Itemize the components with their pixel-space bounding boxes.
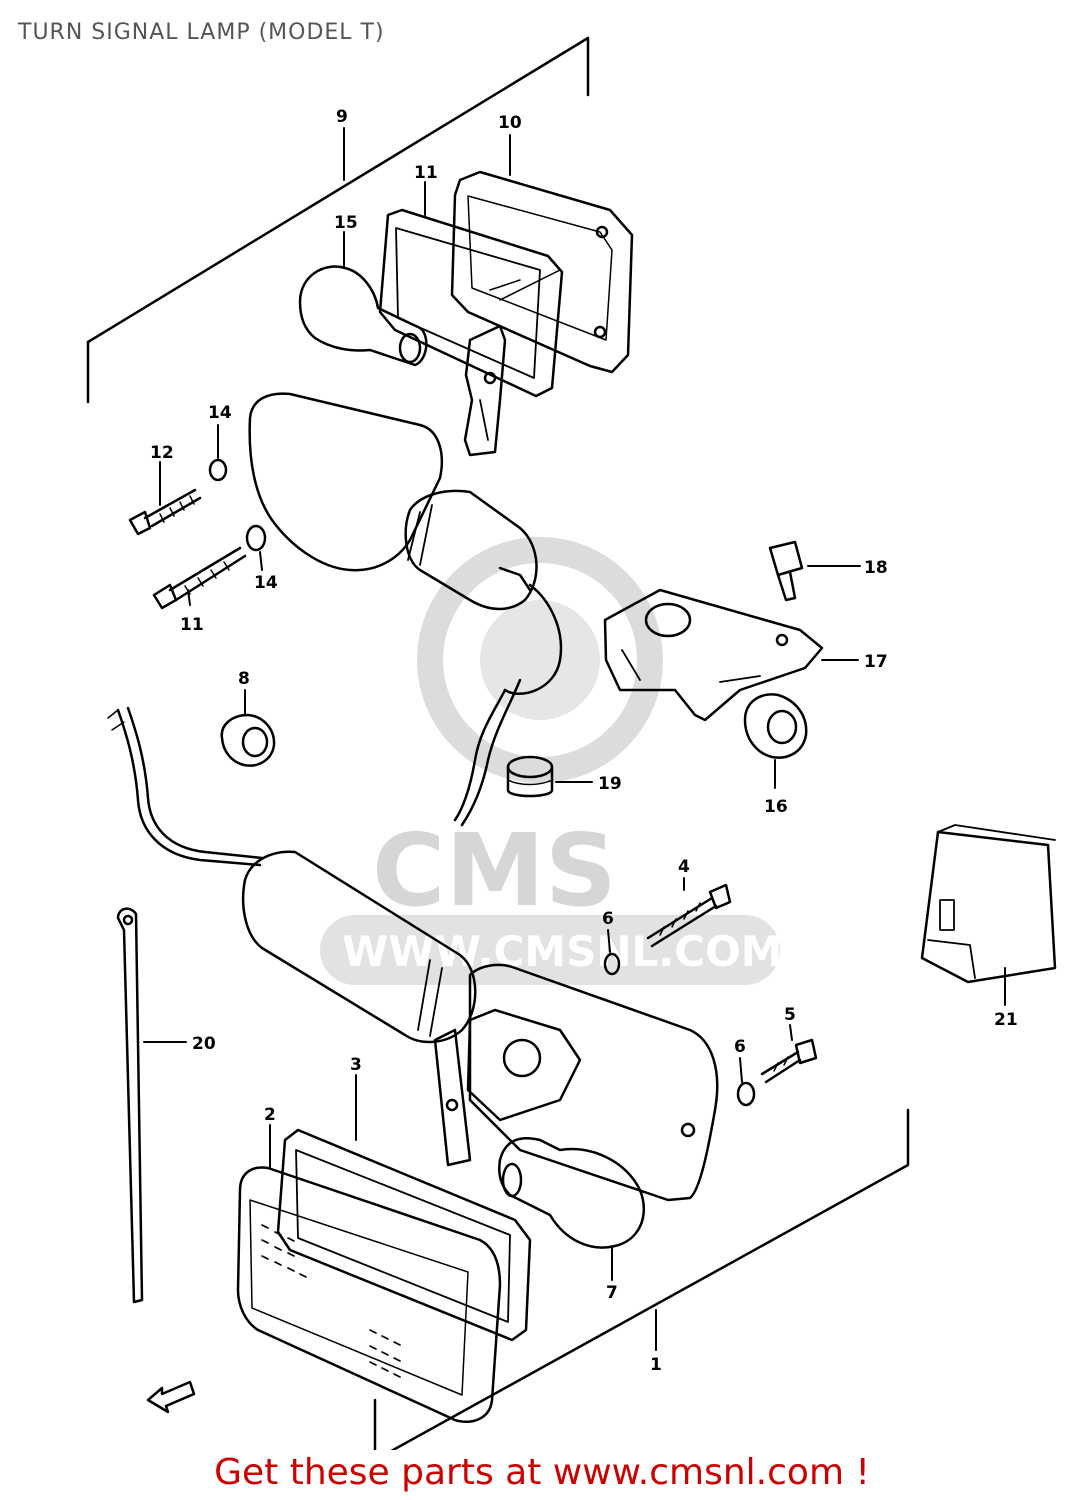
callout-17: 17 [864,652,888,672]
callout-11: 11 [414,163,438,183]
callout-21: 21 [994,1010,1018,1030]
callout-7: 7 [606,1283,618,1303]
grommet-19-shape [506,755,554,798]
callout-14a: 14 [208,403,232,423]
callout-16: 16 [764,797,788,817]
page-title: TURN SIGNAL LAMP (MODEL T) [18,20,385,45]
cable-tie-20-shape [116,907,144,1304]
lens-2-shape [236,1166,502,1424]
front-arrow-shape [146,1380,196,1414]
callout-9: 9 [336,107,348,127]
lower-housing-shape [241,850,719,1202]
bracket-17-shape [603,588,824,722]
bulb-15-shape [298,265,428,367]
callout-20: 20 [192,1034,216,1054]
watermark-logo: CMS [372,812,617,929]
callout-labels: 9 10 11 15 14 12 14 11 8 18 17 16 19 4 6… [150,107,1018,1375]
screw-5-shape [760,1038,818,1084]
screw-4-shape [646,883,732,948]
leader-lines [143,127,1006,1351]
box-1-outline [373,1108,910,1450]
upper-housing-shape [248,392,538,611]
callout-19: 19 [598,774,622,794]
screw-12-shape [152,546,247,610]
gasket-3-shape [276,1128,532,1342]
watermark-url: WWW.CMSNL.COM [342,927,783,976]
bulb-7-shape [498,1136,646,1249]
gasket-11-shape [378,208,564,398]
lower-wire-shape [107,706,264,867]
washer-14b-shape [245,524,267,552]
callout-2: 2 [264,1105,276,1125]
callout-14b: 14 [254,573,278,593]
box-9-outline [86,36,590,404]
bolt-18-shape [768,540,804,602]
upper-wire-shape [453,583,563,827]
callout-10: 10 [498,113,522,133]
callout-6b: 6 [734,1037,746,1057]
washer-6b-shape [736,1081,756,1107]
callout-5: 5 [784,1005,796,1025]
grommet-8-shape [220,713,276,767]
callout-15: 15 [334,213,358,233]
callout-13: 12 [150,443,174,463]
washer-14a-shape [208,458,228,482]
footer-promo-link[interactable]: Get these parts at www.cmsnl.com ! [214,1452,870,1493]
callout-12: 11 [180,615,204,635]
callout-6a: 6 [602,909,614,929]
exploded-parts-diagram: CMS WWW.CMSNL.COM [86,36,1057,1450]
cms-watermark: CMS WWW.CMSNL.COM [320,537,783,985]
callout-3: 3 [350,1055,362,1075]
spacer-16-shape [743,693,808,759]
bracket-plate-shape [463,324,507,457]
washer-6a-shape [603,952,621,976]
callout-8: 8 [238,669,250,689]
callout-18: 18 [864,558,888,578]
callout-1: 1 [650,1355,662,1375]
lens-10-shape [450,170,634,374]
callout-4: 4 [678,857,690,877]
relay-21-shape [920,824,1057,984]
lens-2-ribs [261,1224,401,1378]
screw-13-shape [128,488,202,536]
